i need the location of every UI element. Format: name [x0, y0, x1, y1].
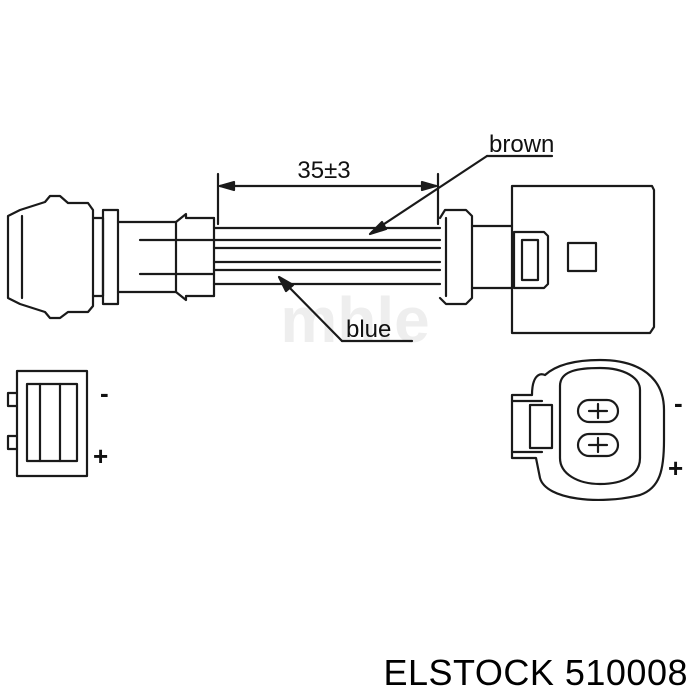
- blue-wire-label: blue: [346, 316, 391, 343]
- left-pin-view: [6, 369, 89, 478]
- dimension-line: [216, 172, 440, 226]
- brown-wire-label: brown: [489, 131, 554, 158]
- left-connector-plug: [6, 194, 216, 320]
- part-caption: ELSTOCK 510008: [383, 652, 688, 693]
- dimension-label: 35±3: [297, 157, 350, 184]
- right-connector-socket: [438, 184, 656, 335]
- right-pin-view: [510, 358, 666, 501]
- right-minus-label: -: [674, 388, 683, 418]
- brown-leader-line: [368, 154, 554, 236]
- cable-assembly: [212, 216, 442, 298]
- left-plus-label: +: [93, 441, 108, 471]
- right-plus-label: +: [668, 453, 683, 483]
- left-minus-label: -: [100, 378, 109, 408]
- blue-leader-line: [277, 275, 414, 343]
- watermark: mhle: [280, 284, 429, 356]
